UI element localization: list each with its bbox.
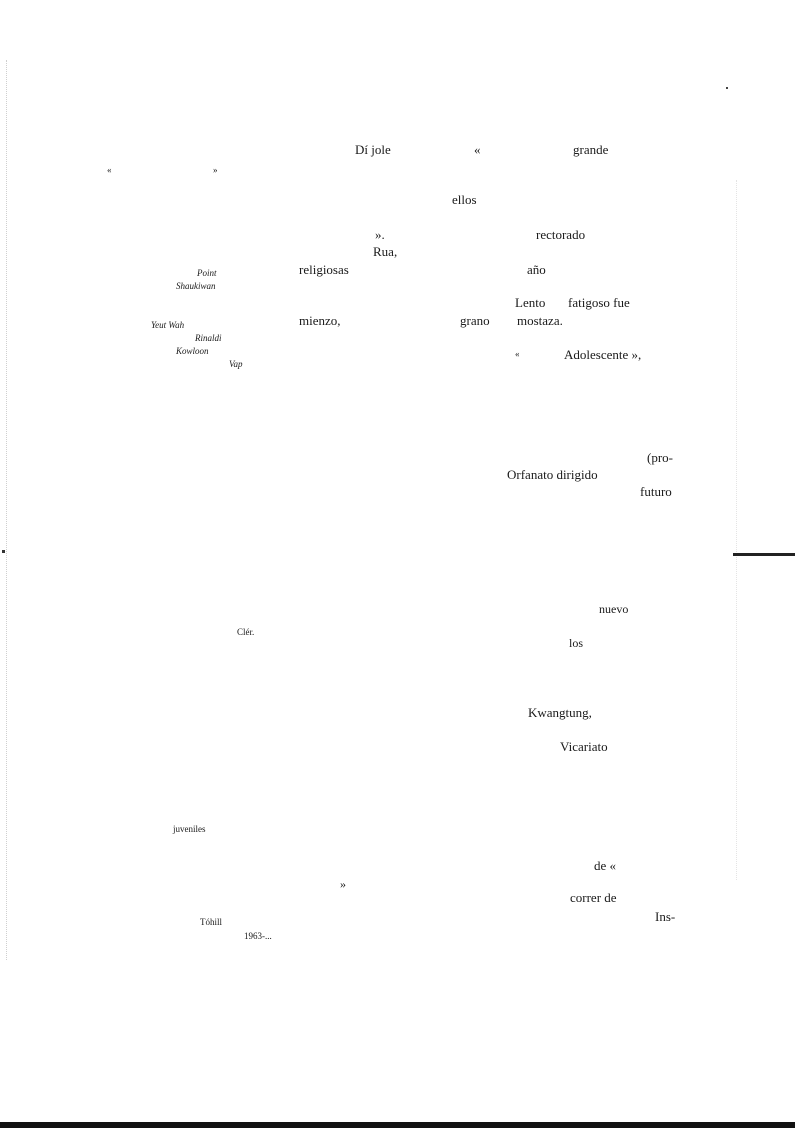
text-fragment: « bbox=[107, 165, 112, 175]
text-fragment: año bbox=[527, 262, 546, 277]
text-fragment: los bbox=[569, 636, 584, 650]
text-fragment: mostaza. bbox=[517, 313, 563, 328]
text-fragment: » bbox=[213, 165, 218, 175]
text-fragment: Dí jole bbox=[355, 142, 391, 157]
text-fragment: (pro- bbox=[647, 450, 673, 465]
right-margin-ticks bbox=[736, 180, 738, 880]
text-fragment: Point bbox=[197, 268, 217, 278]
text-fragment: » bbox=[340, 877, 346, 891]
text-fragment: 1963-... bbox=[244, 931, 272, 941]
text-fragment: juveniles bbox=[173, 824, 206, 834]
bottom-border-rule bbox=[0, 1122, 795, 1128]
text-fragment: Ins- bbox=[655, 909, 676, 924]
text-fragment: Adolescente », bbox=[564, 347, 642, 362]
text-fragment: Orfanato dirigido bbox=[507, 467, 598, 482]
text-fragment: Vicariato bbox=[560, 739, 608, 754]
text-fragment: religiosas bbox=[299, 262, 349, 277]
text-fragment: Yeut Wah bbox=[151, 320, 185, 330]
text-fragment: Rinaldi bbox=[195, 333, 222, 343]
text-fragment: Shaukiwan bbox=[176, 281, 216, 291]
text-fragment: ellos bbox=[452, 192, 477, 207]
text-fragment: Rua, bbox=[373, 244, 398, 259]
text-fragment: fatigoso fue bbox=[568, 295, 630, 310]
text-fragment: Vap bbox=[229, 359, 243, 369]
text-fragment: « bbox=[474, 142, 481, 157]
text-fragment: correr de bbox=[570, 890, 617, 905]
text-fragment: Kowloon bbox=[176, 346, 209, 356]
text-fragment: mienzo, bbox=[299, 313, 341, 328]
left-margin-ticks bbox=[6, 60, 8, 960]
text-fragment: rectorado bbox=[536, 227, 586, 242]
text-fragment: grande bbox=[573, 142, 609, 157]
text-fragment: grano bbox=[460, 313, 490, 328]
corner-dot bbox=[726, 87, 728, 89]
left-edge-mark bbox=[2, 550, 5, 553]
text-fragment: « bbox=[515, 349, 520, 359]
text-fragment: nuevo bbox=[599, 602, 629, 616]
text-fragment: Clér. bbox=[237, 627, 255, 637]
text-fragment: futuro bbox=[640, 484, 672, 499]
text-fragment: Tóhill bbox=[200, 917, 222, 927]
text-fragment: Kwangtung, bbox=[528, 705, 592, 720]
text-fragment: ». bbox=[375, 227, 385, 242]
text-fragment: Lento bbox=[515, 295, 546, 310]
text-fragment: de « bbox=[594, 858, 617, 873]
right-margin-rule bbox=[733, 553, 795, 556]
